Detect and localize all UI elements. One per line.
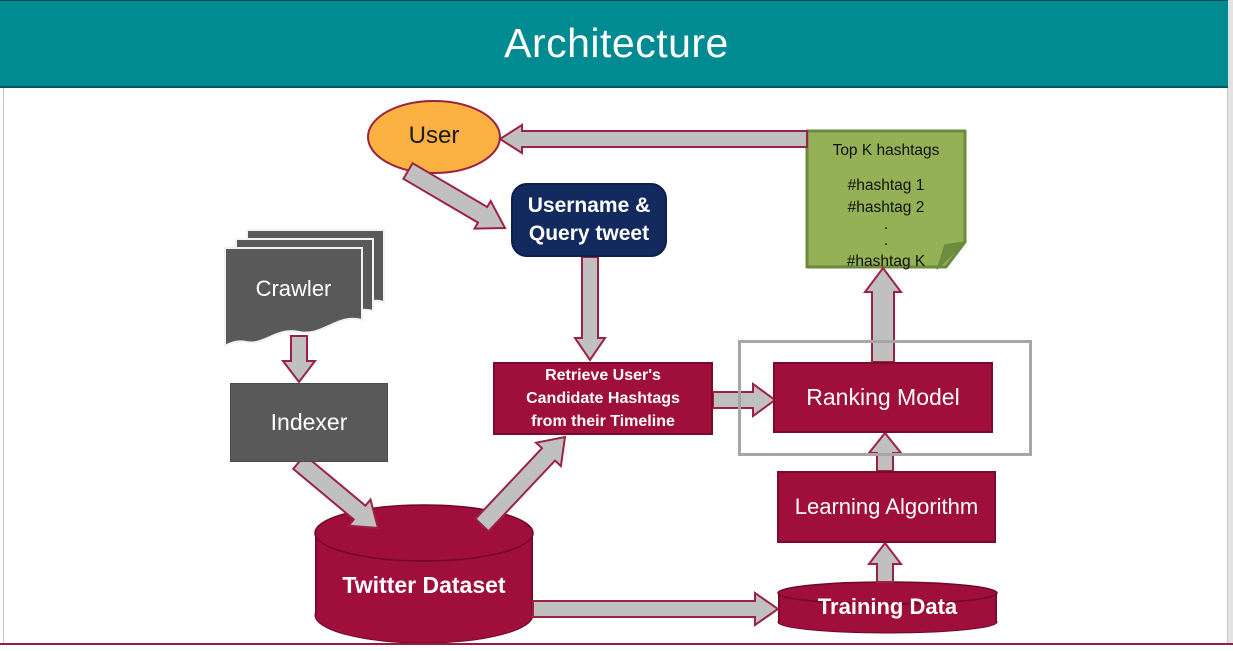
arrow-user-to-username xyxy=(402,161,507,230)
username-query-line-1: Username & xyxy=(527,194,651,217)
user-node-label: User xyxy=(408,122,460,149)
arrow-twitter-to-training xyxy=(532,591,780,627)
retrieve-line-3: from their Timeline xyxy=(531,413,675,430)
arrow-username-to-retrieve xyxy=(573,256,607,362)
arrow-retrieve-to-ranking xyxy=(712,382,777,418)
note-hashtag-2: #hashtag 2 xyxy=(847,199,925,216)
ranking-model-node: Ranking Model xyxy=(773,362,993,433)
ranking-model-container xyxy=(738,340,1032,456)
note-hashtag-1: #hashtag 1 xyxy=(847,177,925,194)
slide-left-border xyxy=(3,88,4,643)
top-k-hashtags-note: Top K hashtags #hashtag 1 #hashtag 2 . .… xyxy=(807,134,965,273)
learning-algorithm-node: Learning Algorithm xyxy=(777,471,996,543)
arrow-ranking-to-note xyxy=(863,266,903,363)
crawler-documents xyxy=(224,229,385,348)
note-title: Top K hashtags xyxy=(832,142,940,159)
arrow-indexer-to-twitter xyxy=(291,453,380,530)
twitter-dataset-label: Twitter Dataset xyxy=(342,571,506,598)
user-ellipse xyxy=(367,100,501,174)
retrieve-line-2: Candidate Hashtags xyxy=(526,390,680,407)
username-query-line-2: Query tweet xyxy=(528,222,650,245)
note-spacer xyxy=(807,162,965,175)
note-hashtag-k: #hashtag K xyxy=(846,253,926,270)
crawler-node-label: Crawler xyxy=(255,276,332,301)
note-ellipsis-2: . xyxy=(883,232,889,249)
arrow-crawler-to-indexer xyxy=(280,335,318,384)
arrow-twitter-to-retrieve xyxy=(474,435,567,533)
bottom-red-divider xyxy=(0,643,1233,645)
arrow-training-to-learning xyxy=(866,541,904,583)
right-gutter xyxy=(1228,0,1233,643)
slide-right-border xyxy=(1227,88,1228,643)
arrow-note-to-user xyxy=(498,123,808,155)
note-ellipsis-1: . xyxy=(883,216,889,233)
username-query-box: Username & Query tweet xyxy=(511,183,667,257)
title-bar: Architecture xyxy=(0,0,1233,88)
retrieve-line-1: Retrieve User's xyxy=(545,367,661,384)
page-title: Architecture xyxy=(504,20,729,66)
indexer-node: Indexer xyxy=(230,383,388,462)
note-folded-corner xyxy=(936,240,968,271)
retrieve-hashtags-node: Retrieve User's Candidate Hashtags from … xyxy=(493,362,713,435)
crawler-document-front xyxy=(224,247,363,348)
training-cylinder xyxy=(777,581,998,634)
note-shape xyxy=(805,129,968,271)
training-data-label: Training Data xyxy=(817,594,958,619)
